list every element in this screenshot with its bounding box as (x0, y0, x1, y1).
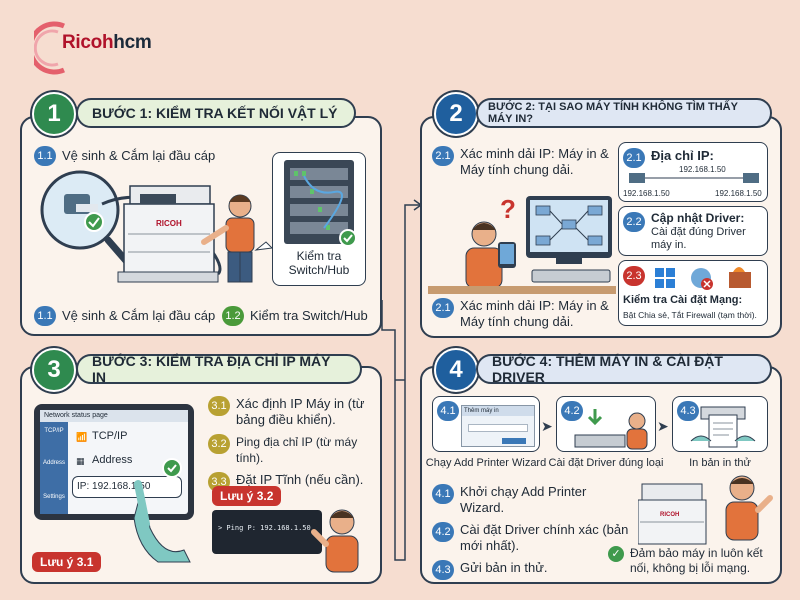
step4-list: 4.1 Khởi chạy Add Printer Wizard. 4.2 Cà… (432, 484, 632, 580)
step3-item-1: 3.1 Xác định IP Máy in (từ bảng điều khi… (208, 396, 374, 428)
wizard-window-title: Thêm máy in (462, 406, 534, 416)
logo-swoosh-icon (34, 21, 65, 75)
step4-final-note: ✓ Đảm bảo máy in luôn kết nối, không bị … (608, 546, 778, 576)
arrow-right-icon: ➤ (541, 418, 553, 434)
ip-box-title: Địa chỉ IP: (651, 148, 714, 163)
brand-name: Ricohhcm (62, 32, 152, 53)
step3-item-2: 3.2 Ping địa chỉ IP (từ máy tính). (208, 434, 374, 466)
driver-box-title: Cập nhật Driver: (651, 211, 745, 225)
network-box-title: Kiểm tra Cài đặt Mạng: (623, 294, 743, 306)
step3-list: 3.1 Xác định IP Máy in (từ bảng điều khi… (208, 396, 374, 492)
sidebar-tab-settings[interactable]: Settings (43, 494, 65, 500)
step4-final-illustration: RICOH (638, 475, 773, 545)
step1-item-2: 1.2 Kiểm tra Switch/Hub (222, 306, 368, 326)
ip-network-icon (629, 173, 759, 183)
wizard-input (468, 424, 528, 432)
step1-sub-top: 1.1 Vệ sinh & Cắm lại đầu cáp (34, 146, 215, 166)
card-install-driver: 4.2 (556, 396, 656, 452)
technician-figure (201, 194, 255, 283)
sidebar-tab-address[interactable]: Address (42, 460, 65, 466)
step2-bottom-note: 2.1 Xác minh dải IP: Máy in & Máy tính c… (432, 298, 612, 330)
firewall-icon (729, 267, 751, 288)
printer-brand-label: RICOH (156, 219, 182, 228)
step2-top-note: 2.1 Xác minh dải IP: Máy in & Máy tính c… (432, 146, 612, 178)
screen-sidebar: TCP/IP Address Settings (40, 422, 68, 514)
printer-screen: Network status page TCP/IP Address Setti… (40, 410, 188, 514)
step2-illustration: ? (428, 194, 616, 294)
screen-row-address: Address (92, 454, 133, 466)
caption-install-driver: Cài đặt Driver đúng loại (548, 457, 664, 469)
ip-address-box: 2.1 Địa chỉ IP: 192.168.1.50 192.168.1.5… (618, 142, 768, 202)
card-add-printer: 4.1 Thêm máy in (432, 396, 540, 452)
ip-center-label: 192.168.1.50 (679, 165, 726, 174)
step4-item-3: 4.3 Gửi bản in thử. (432, 560, 632, 580)
screen-header: Network status page (40, 410, 188, 422)
step1-illustration: RICOH (40, 170, 274, 283)
caption-print-test: In bản in thử (689, 457, 751, 469)
address-icon: ▦ (76, 456, 85, 466)
ip-right-label: 192.168.1.50 (715, 189, 762, 198)
windows-firewall-icons (655, 267, 751, 290)
step3-person-figure (311, 509, 359, 573)
terminal-text: > Ping P: 192.168.1.50 (218, 524, 311, 532)
step4-item-2: 4.2 Cài đặt Driver chính xác (bản mới nh… (432, 522, 632, 554)
wizard-window: Thêm máy in (461, 405, 535, 447)
print-test-icon (690, 406, 756, 448)
step4-title: BƯỚC 4: THÊM MÁY IN & CÀI ĐẶT DRIVER (476, 353, 772, 385)
step1-item-1: 1.1 Vệ sinh & Cắm lại đầu cáp (34, 306, 215, 326)
magnifier-icon (40, 170, 138, 274)
brand-logo: Ricohhcm (34, 18, 194, 78)
wifi-icon: 📶 (76, 432, 88, 442)
driver-box-text: Cài đặt đúng Driver máy in. (651, 226, 746, 251)
screen-ip-field: IP: 192.168.1.50 (72, 476, 182, 498)
wizard-next-button[interactable] (502, 438, 526, 444)
step4-item-1: 4.1 Khởi chạy Add Printer Wizard. (432, 484, 632, 516)
note-3-2: Lưu ý 3.2 (212, 486, 282, 506)
printer-control-panel: Network status page TCP/IP Address Setti… (34, 404, 194, 520)
terminal-window: > Ping P: 192.168.1.50 (212, 510, 322, 554)
caption-add-printer: Chạy Add Printer Wizard (425, 457, 547, 469)
pointing-hand-icon (133, 458, 191, 563)
network-rack-icon (284, 160, 357, 247)
card-print-test: 4.3 (672, 396, 768, 452)
network-blocked-icon (691, 268, 713, 290)
step4-badge: 4 (434, 348, 478, 392)
step3-title: BƯỚC 3: KIỂM TRA ĐỊA CHỈ IP MÁY IN (76, 353, 362, 385)
windows-icon (655, 268, 675, 288)
arrow-right-icon-2: ➤ (657, 418, 669, 434)
question-mark-icon: ? (500, 194, 516, 224)
screen-row-tcpip: TCP/IP (92, 430, 128, 442)
step1-title: BƯỚC 1: KIỂM TRA KẾT NỐI VẬT LÝ (76, 98, 356, 128)
switch-hub-box: Kiểm tra Switch/Hub (272, 152, 366, 286)
network-settings-box: 2.3 Kiểm tra Cài đặt Mạng: Bật Chia sẻ, … (618, 260, 768, 326)
note-3-1: Lưu ý 3.1 (32, 552, 102, 572)
driver-update-box: 2.2 Cập nhật Driver: Cài đặt đúng Driver… (618, 206, 768, 256)
step2-badge: 2 (434, 92, 478, 136)
check-icon: ✓ (608, 546, 624, 562)
keyboard-icon (531, 269, 611, 283)
switch-hub-label: Kiểm tra Switch/Hub (288, 249, 350, 277)
printer-icon (117, 185, 219, 283)
step4-printer-brand: RICOH (660, 512, 679, 518)
network-box-text: Bật Chia sẻ, Tắt Firewall (tạm thời). (623, 310, 757, 320)
step3-badge: 3 (32, 348, 76, 392)
step1-badge: 1 (32, 92, 76, 136)
step2-title: BƯỚC 2: TẠI SAO MÁY TÍNH KHÔNG TÌM THẤY … (476, 98, 772, 128)
ip-left-label: 192.168.1.50 (623, 189, 670, 198)
install-driver-icon (574, 409, 648, 450)
sidebar-tab-tcpip[interactable]: TCP/IP (44, 428, 64, 434)
